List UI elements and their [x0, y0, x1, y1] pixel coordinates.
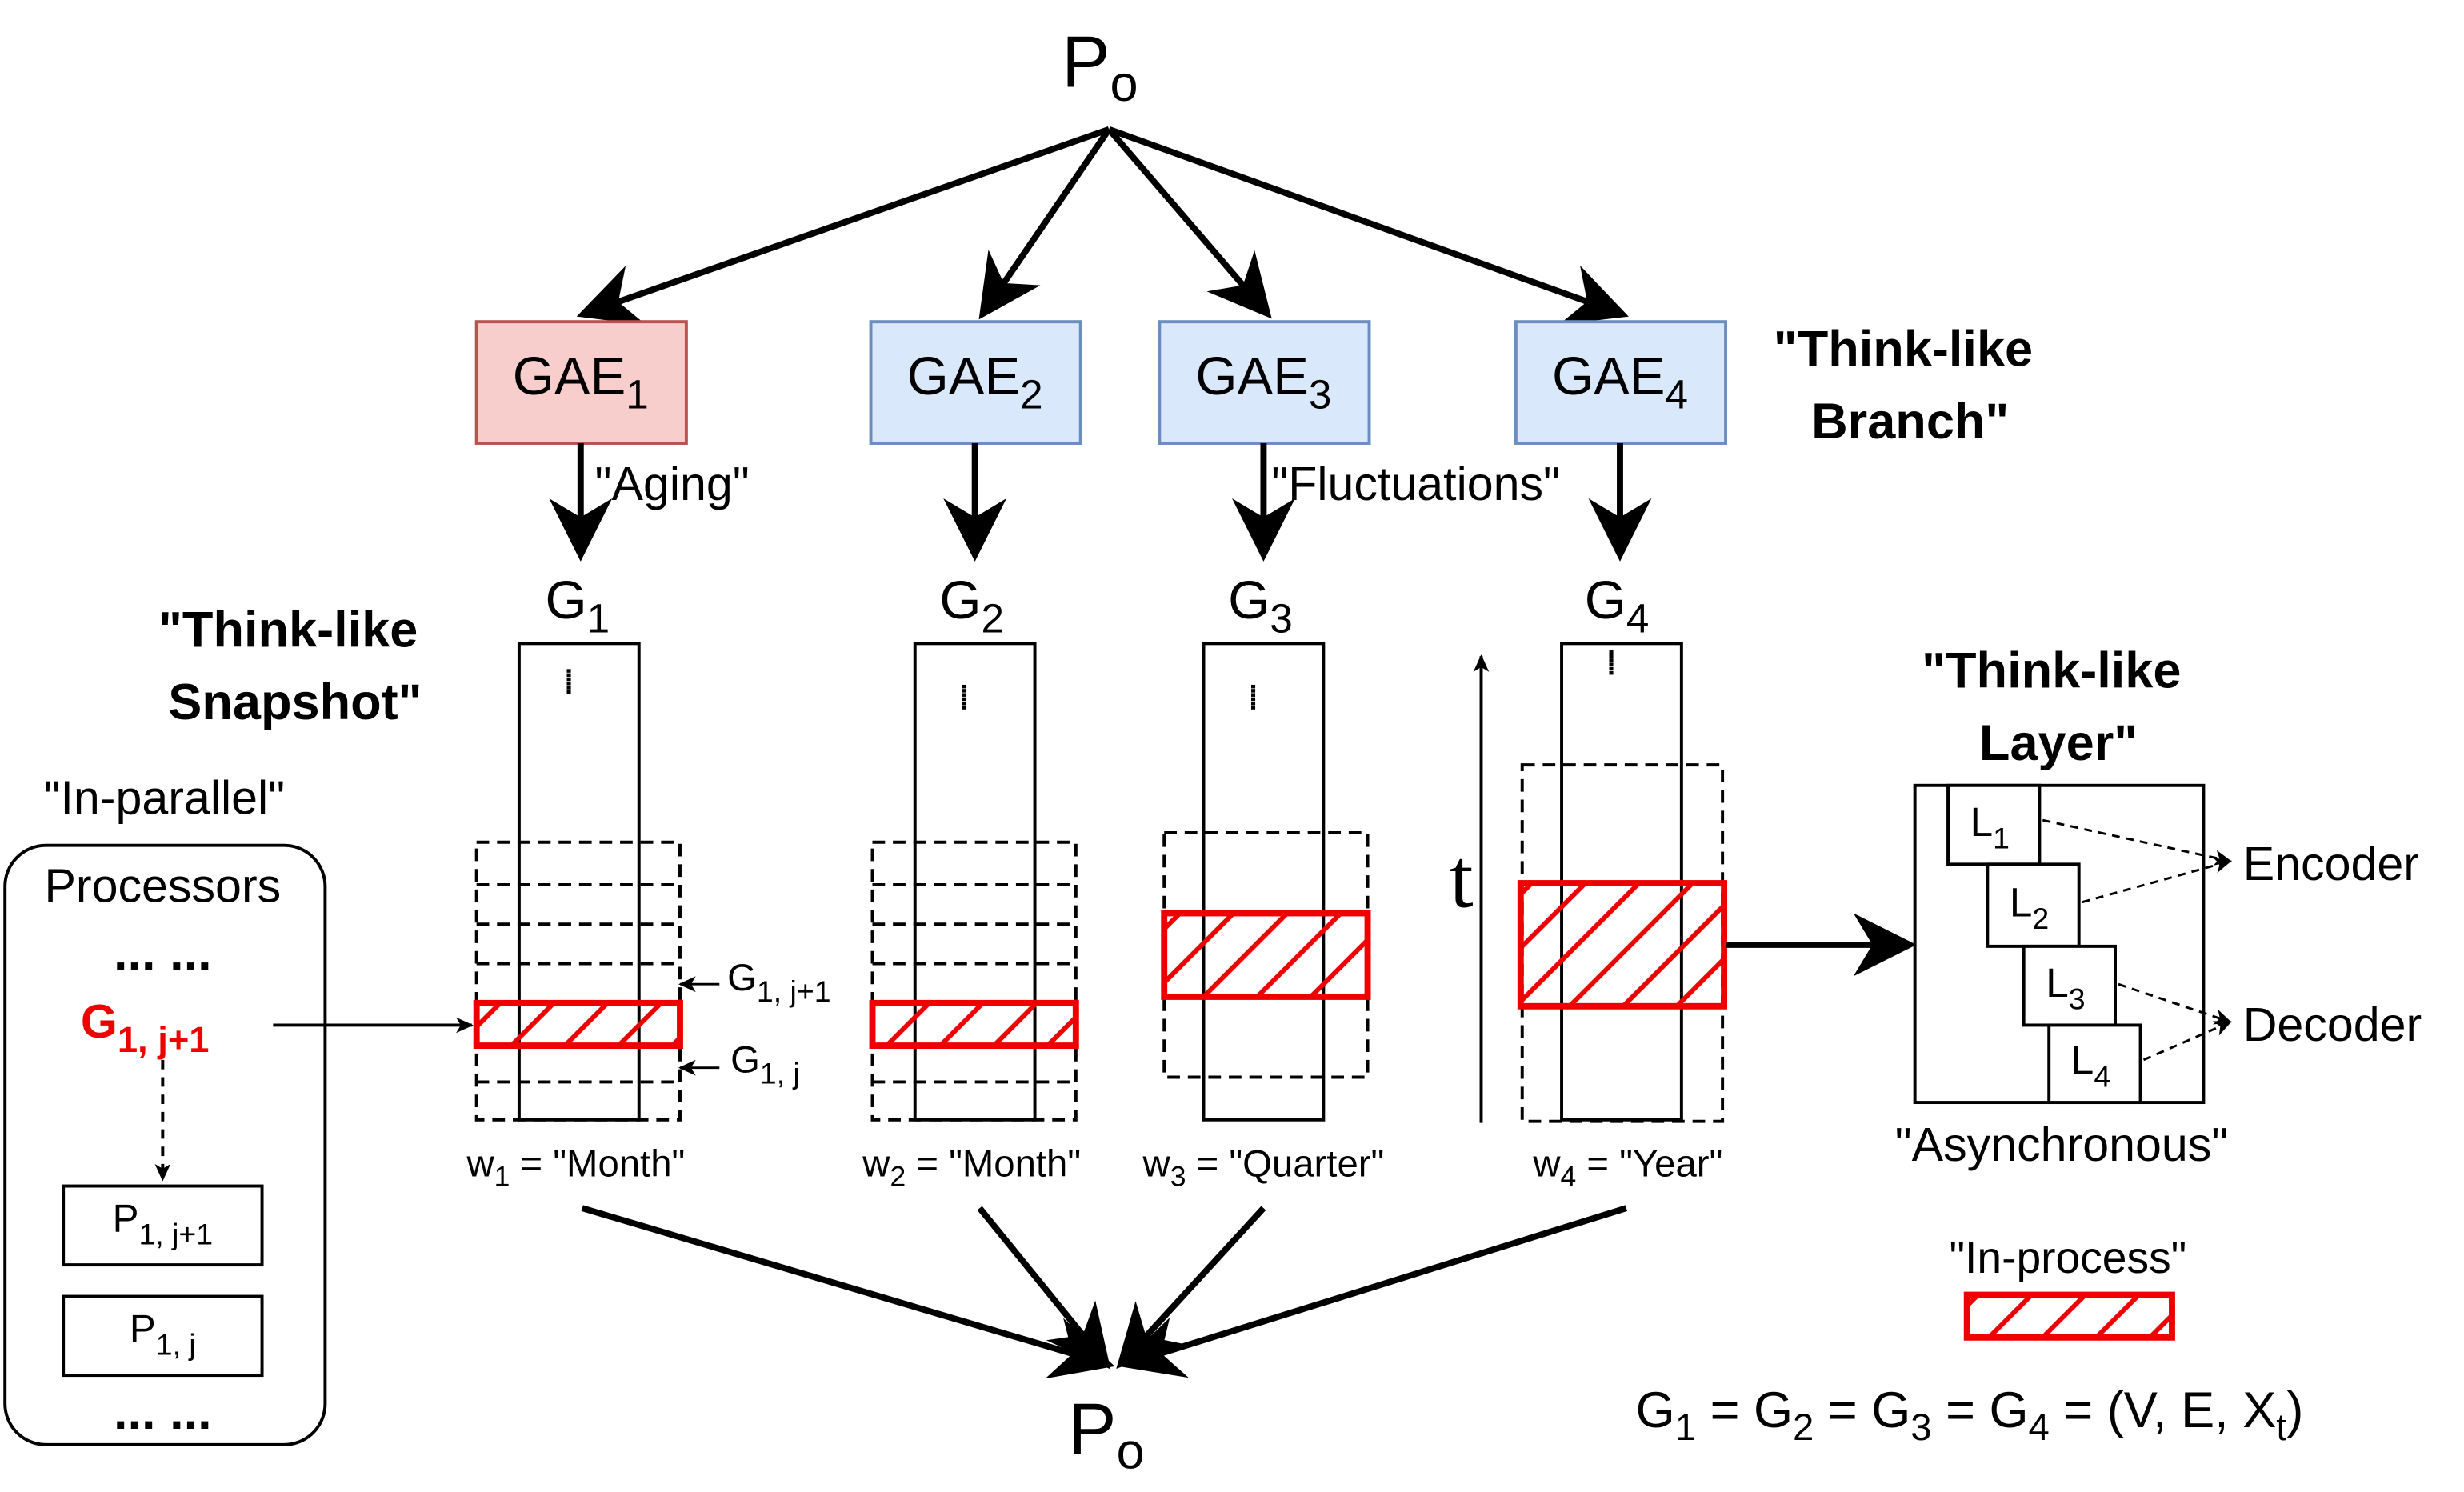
equation-part-0: G	[1636, 1382, 1675, 1438]
processor-lower-box	[62, 1294, 264, 1378]
layer-3-box	[2022, 944, 2117, 1027]
asynchronous-label: "Asynchronous"	[1895, 1118, 2229, 1171]
gae-4-label: GAE4	[1552, 346, 1688, 418]
processors-dots-top: ... ...	[114, 925, 212, 981]
vertical-dots-1: ......	[558, 666, 600, 694]
equation-part-5: 3	[1910, 1406, 1931, 1449]
window-3-label: w3 = "Quarter"	[1142, 1143, 1385, 1193]
gae-4-box	[1514, 320, 1728, 445]
vertical-dots-2: ......	[954, 682, 996, 710]
window-4-label: w4 = "Year"	[1532, 1143, 1722, 1193]
window-2-label: w2 = "Month"	[862, 1143, 1081, 1193]
processor-lower-label: P1, j	[130, 1307, 196, 1362]
graph-column-4: ......	[1517, 642, 1728, 1123]
think-layer-label: "Think-like Layer"	[1922, 643, 2195, 772]
equation-part-2: = G	[1696, 1382, 1793, 1438]
layer-1-label: L1	[1970, 799, 2010, 855]
layer-2-box	[1986, 862, 2081, 948]
gae-box-4: GAE4	[1514, 320, 1728, 445]
processor-upper-box	[62, 1184, 264, 1267]
vertical-dots-4: ......	[1600, 646, 1642, 674]
snapshot-windows-2	[870, 840, 1078, 1122]
layer-4-label: L4	[2071, 1038, 2110, 1094]
graph-3-label: G3	[1228, 570, 1293, 642]
equation-part-8: = (V, E, X	[2050, 1382, 2276, 1438]
processors-dots-bottom: ... ...	[114, 1384, 212, 1440]
graph-column-1: ......	[473, 642, 683, 1122]
equation-part-3: 2	[1793, 1406, 1814, 1449]
graph-4-label: G4	[1585, 570, 1650, 642]
processor-upper-label: P1, j+1	[113, 1197, 214, 1251]
equation-part-10: )	[2286, 1382, 2303, 1438]
in-process-window-4	[1517, 880, 1728, 1010]
gae-1-label: GAE1	[513, 346, 649, 418]
processors-title: Processors	[44, 859, 281, 913]
processor-active-label: G1, j+1	[81, 994, 210, 1060]
think-snapshot-label: "Think-like Snapshot"	[158, 602, 432, 730]
fluctuations-label: "Fluctuations"	[1271, 457, 1560, 510]
processors-panel	[3, 843, 327, 1446]
legend-swatch	[1963, 1291, 2175, 1341]
merge-arrows	[581, 1205, 1628, 1379]
legend-label: "In-process"	[1949, 1233, 2186, 1282]
encoder-label: Encoder	[2243, 837, 2419, 890]
equation-part-6: = G	[1932, 1382, 2029, 1438]
gae-box-1: GAE1	[474, 320, 688, 445]
layer-4-box	[2047, 1023, 2142, 1105]
branch-arrows	[576, 126, 1629, 326]
aging-label: "Aging"	[595, 457, 750, 510]
gae-1-box	[474, 320, 688, 445]
top-p-label: Po	[1062, 22, 1138, 112]
in-process-window-1	[473, 999, 683, 1050]
in-parallel-label: "In-parallel"	[44, 770, 286, 824]
graph-equation: G1 = G2 = G3 = G4 = (V, E, Xt)	[1636, 1382, 2304, 1449]
snapshot-pointers	[678, 976, 720, 1076]
equation-part-9: t	[2276, 1406, 2286, 1449]
think-branch-label: "Think-like Branch"	[1774, 321, 2047, 450]
time-axis-label: t	[1450, 832, 1474, 926]
snapshot-upper-label: G1, j+1	[727, 957, 830, 1008]
layer-1-box	[1946, 783, 2042, 866]
gae-3-box	[1158, 320, 1371, 445]
layer-boxes: L1 L2 L3 L4	[1946, 783, 2142, 1105]
snapshot-windows-1	[474, 840, 682, 1122]
vertical-dots-3: ......	[1242, 682, 1285, 710]
gae-box-3: GAE3	[1158, 320, 1371, 445]
graph-2-label: G2	[939, 570, 1004, 642]
graph-column-2: ......	[869, 642, 1079, 1122]
in-process-window-2	[869, 999, 1079, 1050]
decoder-label: Decoder	[2243, 998, 2422, 1051]
snapshot-lower-label: G1, j	[730, 1039, 800, 1090]
gae-box-2: GAE2	[869, 320, 1082, 445]
graph-column-3: ......	[1161, 642, 1371, 1122]
equation-part-4: = G	[1814, 1382, 1910, 1438]
graph-1-label: G1	[546, 570, 610, 642]
layer-dashed-arrows	[2042, 818, 2232, 1062]
window-1-label: w1 = "Month"	[466, 1143, 685, 1193]
gae-3-label: GAE3	[1195, 346, 1331, 418]
in-process-window-3	[1161, 910, 1371, 1000]
layer-3-label: L3	[2046, 960, 2085, 1016]
equation-part-1: 1	[1675, 1406, 1696, 1449]
layer-2-label: L2	[2010, 879, 2049, 935]
equation-part-7: 4	[2029, 1406, 2050, 1449]
bottom-p-label: Po	[1068, 1390, 1145, 1480]
gae-to-graph-arrows	[549, 442, 1652, 562]
gae-2-label: GAE2	[907, 346, 1043, 418]
